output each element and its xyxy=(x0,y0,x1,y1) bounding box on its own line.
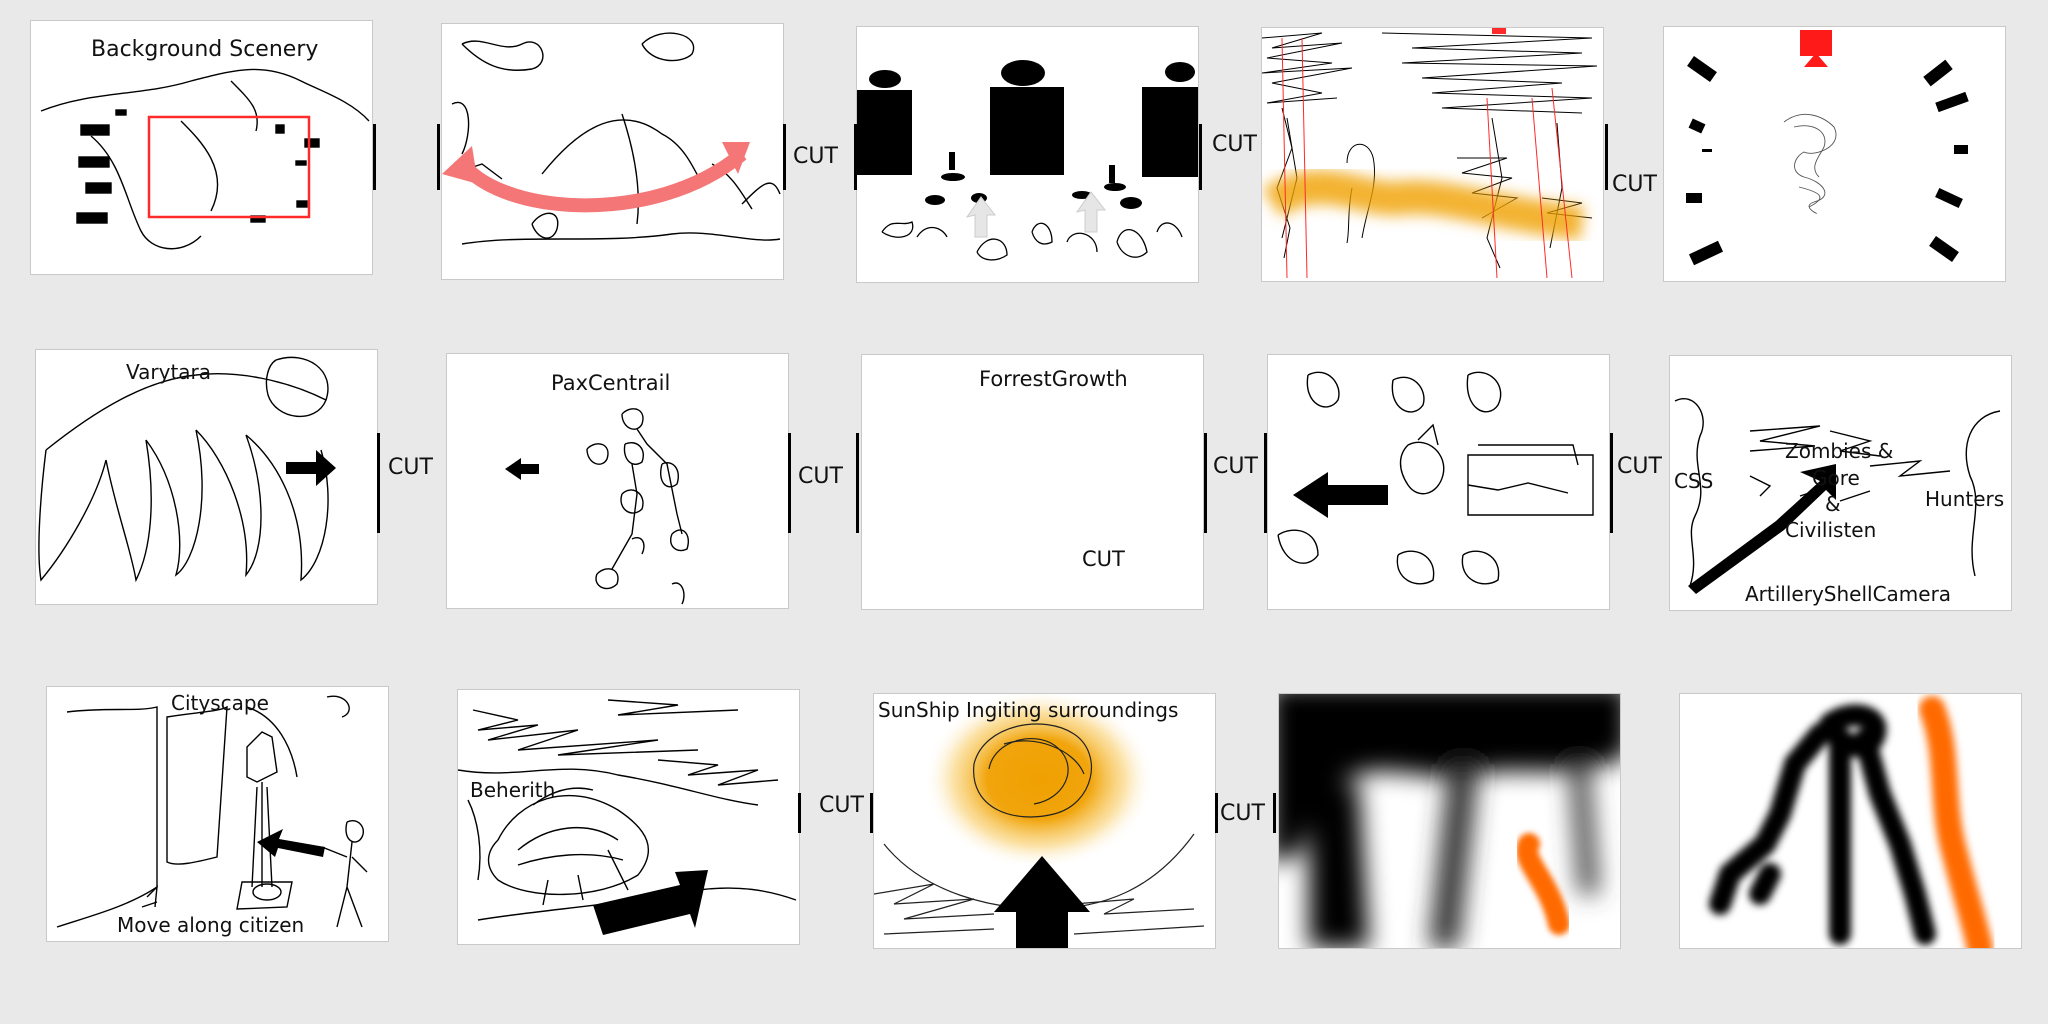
panel-arc-arrow xyxy=(441,23,784,280)
cut-divider xyxy=(373,124,376,190)
cut-label: CUT xyxy=(1212,132,1257,157)
label-hunters: Hunters xyxy=(1925,487,2005,511)
panel-tank-charge xyxy=(1267,354,1610,610)
panel-title: Cityscape xyxy=(171,691,269,715)
cut-label: CUT xyxy=(798,464,843,489)
panel-figure-closeup xyxy=(1679,693,2022,949)
panel-artillery-view xyxy=(1663,26,2006,282)
paxcentrail-sketch xyxy=(505,408,689,605)
panel-title: PaxCentrail xyxy=(551,371,671,395)
cut-label: CUT xyxy=(1213,454,1258,479)
battle-sketch xyxy=(442,32,781,245)
cut-label: CUT xyxy=(819,793,864,818)
label-civilisten: Civilisten xyxy=(1785,518,1877,542)
panel-varytara: Varytara xyxy=(35,349,378,605)
cut-divider xyxy=(870,793,873,833)
panel-title: Varytara xyxy=(126,360,212,384)
figure-closeup-art xyxy=(1680,694,2021,948)
towers-sketch xyxy=(857,60,1198,261)
panel-title: ForrestGrowth xyxy=(979,367,1128,391)
cut-divider xyxy=(783,124,786,190)
cut-label: CUT xyxy=(1617,454,1662,479)
focus-frame xyxy=(147,115,311,219)
cut-label: CUT xyxy=(388,455,433,480)
artillery-sketch xyxy=(1686,30,1969,266)
label-css: CSS xyxy=(1674,469,1714,493)
panel-forrestgrowth: ForrestGrowth CUT xyxy=(861,354,1204,610)
cut-divider xyxy=(1610,433,1613,533)
cut-divider xyxy=(798,793,801,833)
cut-divider xyxy=(788,433,791,533)
panel-dark-closeup xyxy=(1278,693,1621,949)
cut-divider xyxy=(377,433,380,533)
panel-towers xyxy=(856,26,1199,283)
panel-cityscape: Cityscape Move along citizen xyxy=(46,686,389,942)
tank-sketch xyxy=(1277,371,1594,585)
forest-sketch xyxy=(1262,28,1598,279)
panel-title: Beherith xyxy=(470,778,556,802)
cut-label: CUT xyxy=(1612,172,1657,197)
label-gore: Gore xyxy=(1812,466,1860,490)
panel-title: SunShip Ingiting surroundings xyxy=(878,698,1179,722)
cut-divider xyxy=(1215,793,1218,833)
panel-sunship: SunShip Ingiting surroundings xyxy=(873,693,1216,949)
panel-title: Background Scenery xyxy=(91,37,319,62)
cut-divider xyxy=(1264,433,1267,533)
cut-label: CUT xyxy=(1220,801,1265,826)
label-zombies: Zombies & xyxy=(1785,439,1894,463)
panel-paxcentrail: PaxCentrail xyxy=(446,353,789,609)
sunship-sketch xyxy=(874,694,1205,948)
label-ampersand: & xyxy=(1825,492,1841,516)
cut-divider xyxy=(1204,433,1207,533)
cut-divider xyxy=(1199,124,1202,190)
cut-divider xyxy=(1605,124,1608,190)
dark-closeup-art xyxy=(1279,694,1620,948)
panel-caption: Move along citizen xyxy=(117,913,305,937)
panel-zombies: CSS Zombies & Gore & Civilisten Hunters … xyxy=(1669,355,2012,611)
panel-beherith: Beherith xyxy=(457,689,800,945)
zombies-sketch xyxy=(1674,398,2001,594)
inner-cut-label: CUT xyxy=(1082,547,1125,571)
cityscape-sketch xyxy=(56,695,368,928)
panel-background-scenery: Background Scenery xyxy=(30,20,373,275)
varytara-sketch xyxy=(38,356,336,583)
arc-arrow-shaft xyxy=(453,148,747,213)
cut-divider xyxy=(854,124,857,190)
cut-divider xyxy=(1273,793,1276,833)
label-artillery-camera: ArtilleryShellCamera xyxy=(1745,582,1952,606)
beherith-sketch xyxy=(458,699,797,935)
cut-divider xyxy=(437,124,440,190)
cut-divider xyxy=(856,433,859,533)
scenery-sketch xyxy=(40,68,370,250)
cut-label: CUT xyxy=(793,144,838,169)
panel-forest-walk xyxy=(1261,27,1604,282)
